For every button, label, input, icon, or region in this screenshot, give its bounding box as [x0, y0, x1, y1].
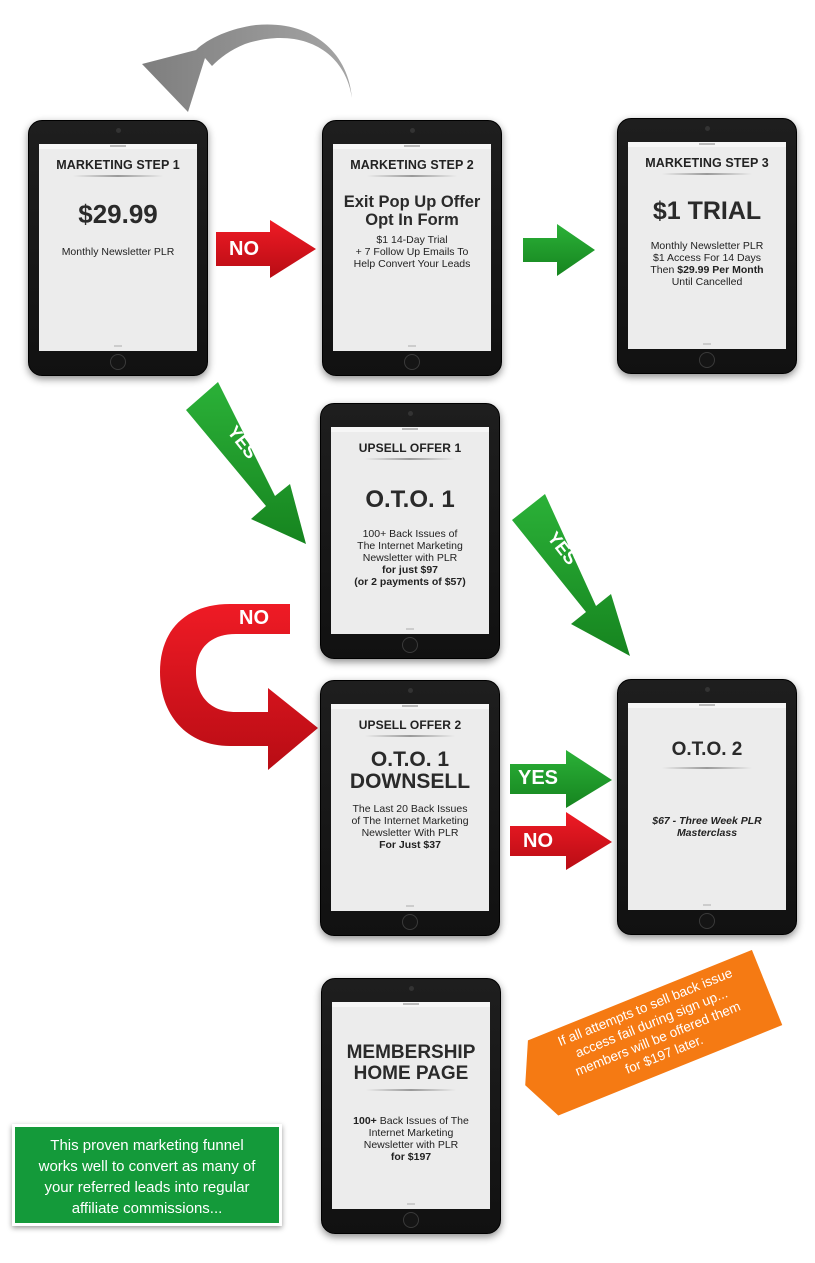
- no-label: NO: [229, 238, 259, 260]
- tablet-marketing-step-3: MARKETING STEP 3 $1 TRIAL Monthly Newsle…: [617, 118, 797, 374]
- tablet-screen: MEMBERSHIP HOME PAGE 100+ Back Issues of…: [332, 1002, 490, 1209]
- callout-shape: [522, 946, 787, 1120]
- upsell-line: 100+ Back Issues of: [362, 528, 458, 540]
- upsell-line: Newsletter With PLR: [361, 827, 459, 839]
- step-line: $1 14-Day Trial: [376, 234, 448, 246]
- upsell-headline: O.T.O. 1: [365, 486, 455, 513]
- oto-line: Masterclass: [676, 827, 738, 839]
- yes-arrow-oto2-right: [510, 750, 612, 808]
- step-headline: Exit Pop Up Offer: [343, 193, 481, 211]
- tablet-screen: UPSELL OFFER 1 O.T.O. 1 100+ Back Issues…: [331, 427, 489, 634]
- no-arrow-oto2-right: [510, 812, 612, 870]
- step-line: + 7 Follow Up Emails To: [355, 246, 469, 258]
- camera-icon: [407, 411, 413, 416]
- tablet-screen: UPSELL OFFER 2 O.T.O. 1 DOWNSELL The Las…: [331, 704, 489, 911]
- yes-arrow-oto2: [512, 494, 630, 656]
- home-button-icon: [402, 637, 418, 653]
- tablet-screen: O.T.O. 2 $67 - Three Week PLR Masterclas…: [628, 703, 786, 910]
- step-line: Then $29.99 Per Month: [650, 264, 764, 276]
- upsell-line: of The Internet Marketing: [351, 815, 469, 827]
- no-u-arrow: [160, 604, 318, 770]
- step-line: Monthly Newsletter PLR: [650, 240, 764, 252]
- membership-line: Internet Marketing: [368, 1127, 454, 1139]
- membership-line: Newsletter with PLR: [363, 1139, 459, 1151]
- membership-line: 100+ Back Issues of The: [353, 1115, 469, 1127]
- step-headline: $1 TRIAL: [652, 197, 762, 225]
- membership-headline: HOME PAGE: [353, 1063, 469, 1084]
- home-button-icon: [110, 354, 126, 370]
- tablet-upsell-offer-2: UPSELL OFFER 2 O.T.O. 1 DOWNSELL The Las…: [320, 680, 500, 936]
- step-line: Help Convert Your Leads: [353, 258, 471, 270]
- tablet-screen: MARKETING STEP 2 Exit Pop Up Offer Opt I…: [333, 144, 491, 351]
- upsell-line: The Last 20 Back Issues: [352, 803, 468, 815]
- oto-headline: O.T.O. 2: [671, 739, 743, 760]
- tablet-screen: MARKETING STEP 3 $1 TRIAL Monthly Newsle…: [628, 142, 786, 349]
- membership-headline: MEMBERSHIP: [346, 1042, 476, 1063]
- camera-icon: [408, 986, 414, 991]
- no-label: NO: [523, 830, 553, 852]
- home-button-icon: [403, 1212, 419, 1228]
- tablet-marketing-step-1: MARKETING STEP 1 $29.99 Monthly Newslett…: [28, 120, 208, 376]
- step-title: MARKETING STEP 3: [645, 156, 769, 170]
- summary-note: This proven marketing funnel works well …: [12, 1124, 282, 1226]
- upsell-payments: (or 2 payments of $57): [354, 576, 466, 588]
- tablet-oto-2: O.T.O. 2 $67 - Three Week PLR Masterclas…: [617, 679, 797, 935]
- green-arrow-step2: [523, 224, 595, 276]
- upsell-price: for just $97: [381, 564, 439, 576]
- no-label: NO: [239, 607, 269, 629]
- upsell-headline: DOWNSELL: [349, 770, 471, 793]
- home-button-icon: [402, 914, 418, 930]
- tablet-upsell-offer-1: UPSELL OFFER 1 O.T.O. 1 100+ Back Issues…: [320, 403, 500, 659]
- home-button-icon: [699, 913, 715, 929]
- step-price: $29.99: [78, 199, 158, 229]
- upsell-title: UPSELL OFFER 2: [358, 718, 462, 732]
- oto-line: $67 - Three Week PLR: [652, 815, 762, 827]
- tablet-marketing-step-2: MARKETING STEP 2 Exit Pop Up Offer Opt I…: [322, 120, 502, 376]
- upsell-title: UPSELL OFFER 1: [358, 441, 462, 455]
- callout-note: If all attempts to sell back issue acces…: [505, 943, 790, 1129]
- tablet-membership-home: MEMBERSHIP HOME PAGE 100+ Back Issues of…: [321, 978, 501, 1234]
- yes-label: YES: [517, 767, 559, 789]
- membership-price: for $197: [390, 1151, 432, 1163]
- step-line: $1 Access For 14 Days: [653, 252, 761, 264]
- camera-icon: [407, 688, 413, 693]
- upsell-line: The Internet Marketing: [357, 540, 463, 552]
- step-headline: Opt In Form: [365, 211, 459, 229]
- step-line: Until Cancelled: [671, 276, 743, 288]
- upsell-line: Newsletter with PLR: [362, 552, 458, 564]
- yes-arrow-upsell1: [186, 382, 306, 544]
- home-button-icon: [699, 352, 715, 368]
- step-description: Monthly Newsletter PLR: [61, 246, 175, 258]
- tablet-screen: MARKETING STEP 1 $29.99 Monthly Newslett…: [39, 144, 197, 351]
- step-title: MARKETING STEP 1: [56, 158, 180, 172]
- camera-icon: [409, 128, 415, 133]
- camera-icon: [704, 687, 710, 692]
- curved-return-arrow: [142, 24, 352, 112]
- upsell-headline: O.T.O. 1: [370, 748, 450, 771]
- home-button-icon: [404, 354, 420, 370]
- camera-icon: [115, 128, 121, 133]
- upsell-price: For Just $37: [379, 839, 441, 851]
- no-arrow-step1: [216, 220, 316, 278]
- step-title: MARKETING STEP 2: [350, 158, 474, 172]
- camera-icon: [704, 126, 710, 131]
